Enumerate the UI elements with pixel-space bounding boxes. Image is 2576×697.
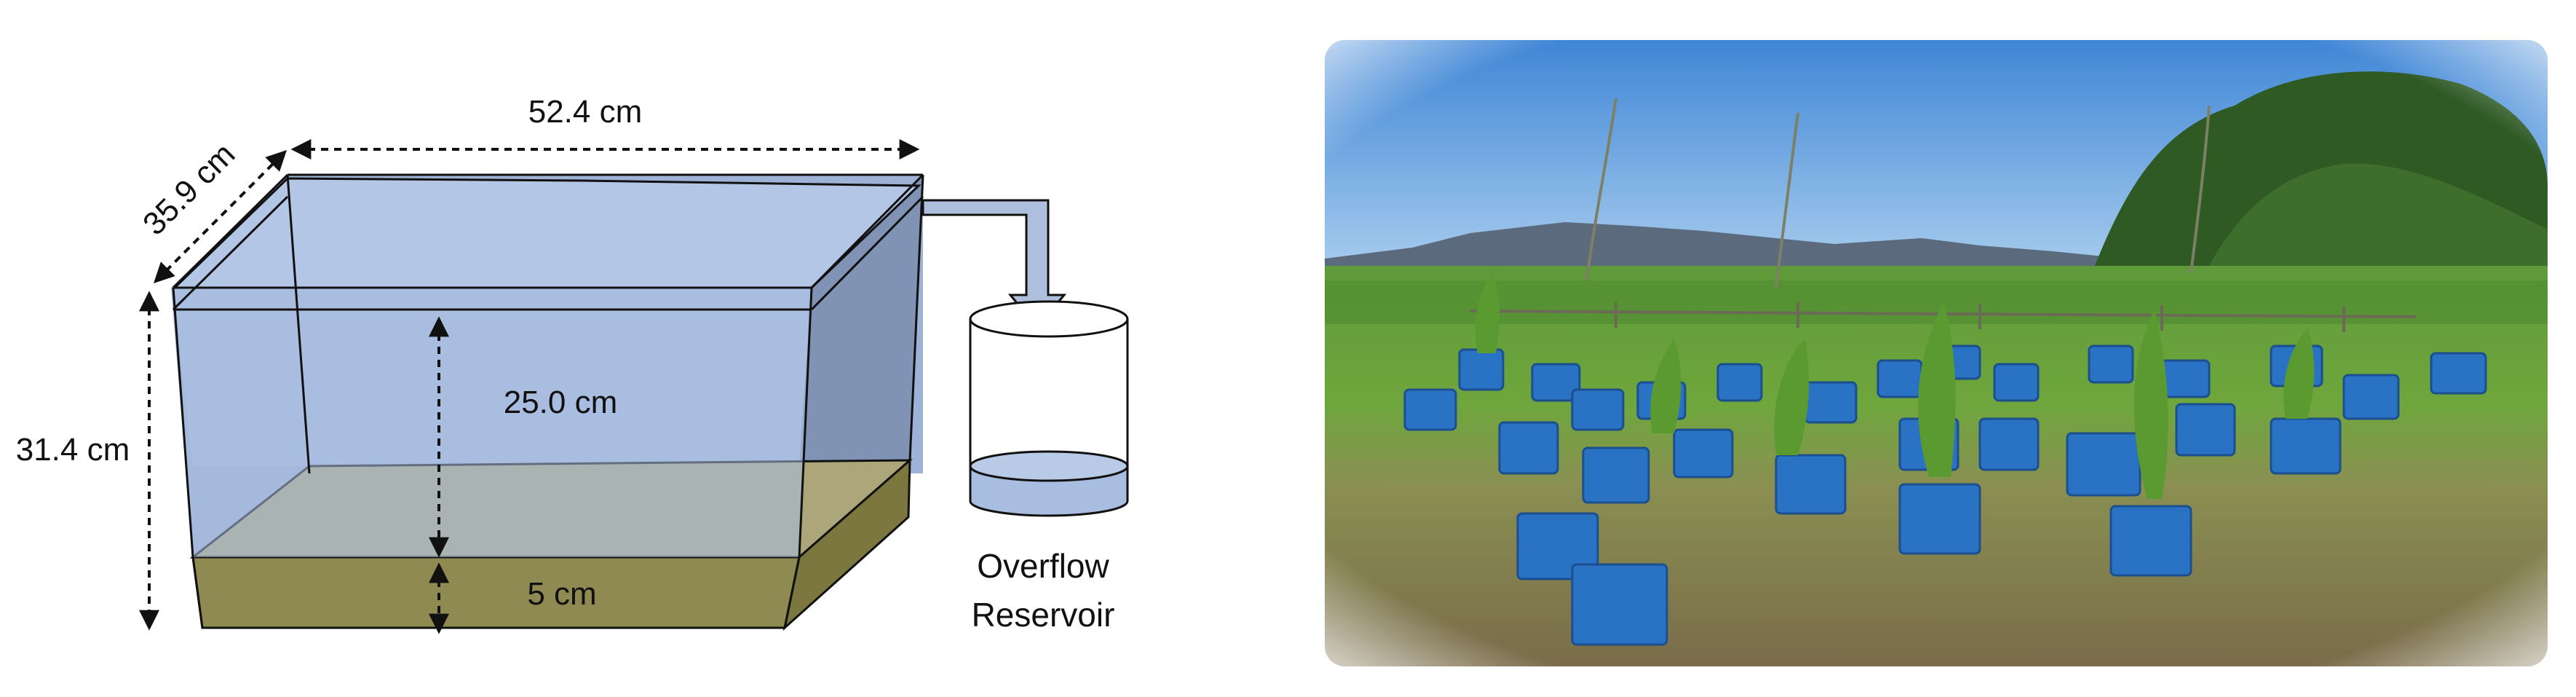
front-water-lower	[173, 288, 812, 557]
mesocosm-diagram: 52.4 cm 35.9 cm 31.4 cm 25.0 cm 5 cm Ove…	[16, 94, 1129, 634]
height-label: 31.4 cm	[16, 432, 130, 468]
field-photo	[1325, 40, 2548, 666]
tank-edges	[172, 173, 924, 629]
reservoir-label-line2: Reservoir	[972, 596, 1115, 634]
soil-depth-label: 5 cm	[527, 576, 596, 612]
depth-dimension-arrow	[154, 150, 287, 283]
width-label: 52.4 cm	[528, 94, 643, 130]
water-surface	[172, 177, 922, 294]
soil-front	[191, 556, 801, 629]
water-depth-label: 25.0 cm	[504, 385, 618, 420]
overflow-reservoir	[969, 300, 1129, 517]
depth-label: 35.9 cm	[136, 136, 242, 242]
reservoir-label-line1: Overflow	[977, 547, 1109, 585]
